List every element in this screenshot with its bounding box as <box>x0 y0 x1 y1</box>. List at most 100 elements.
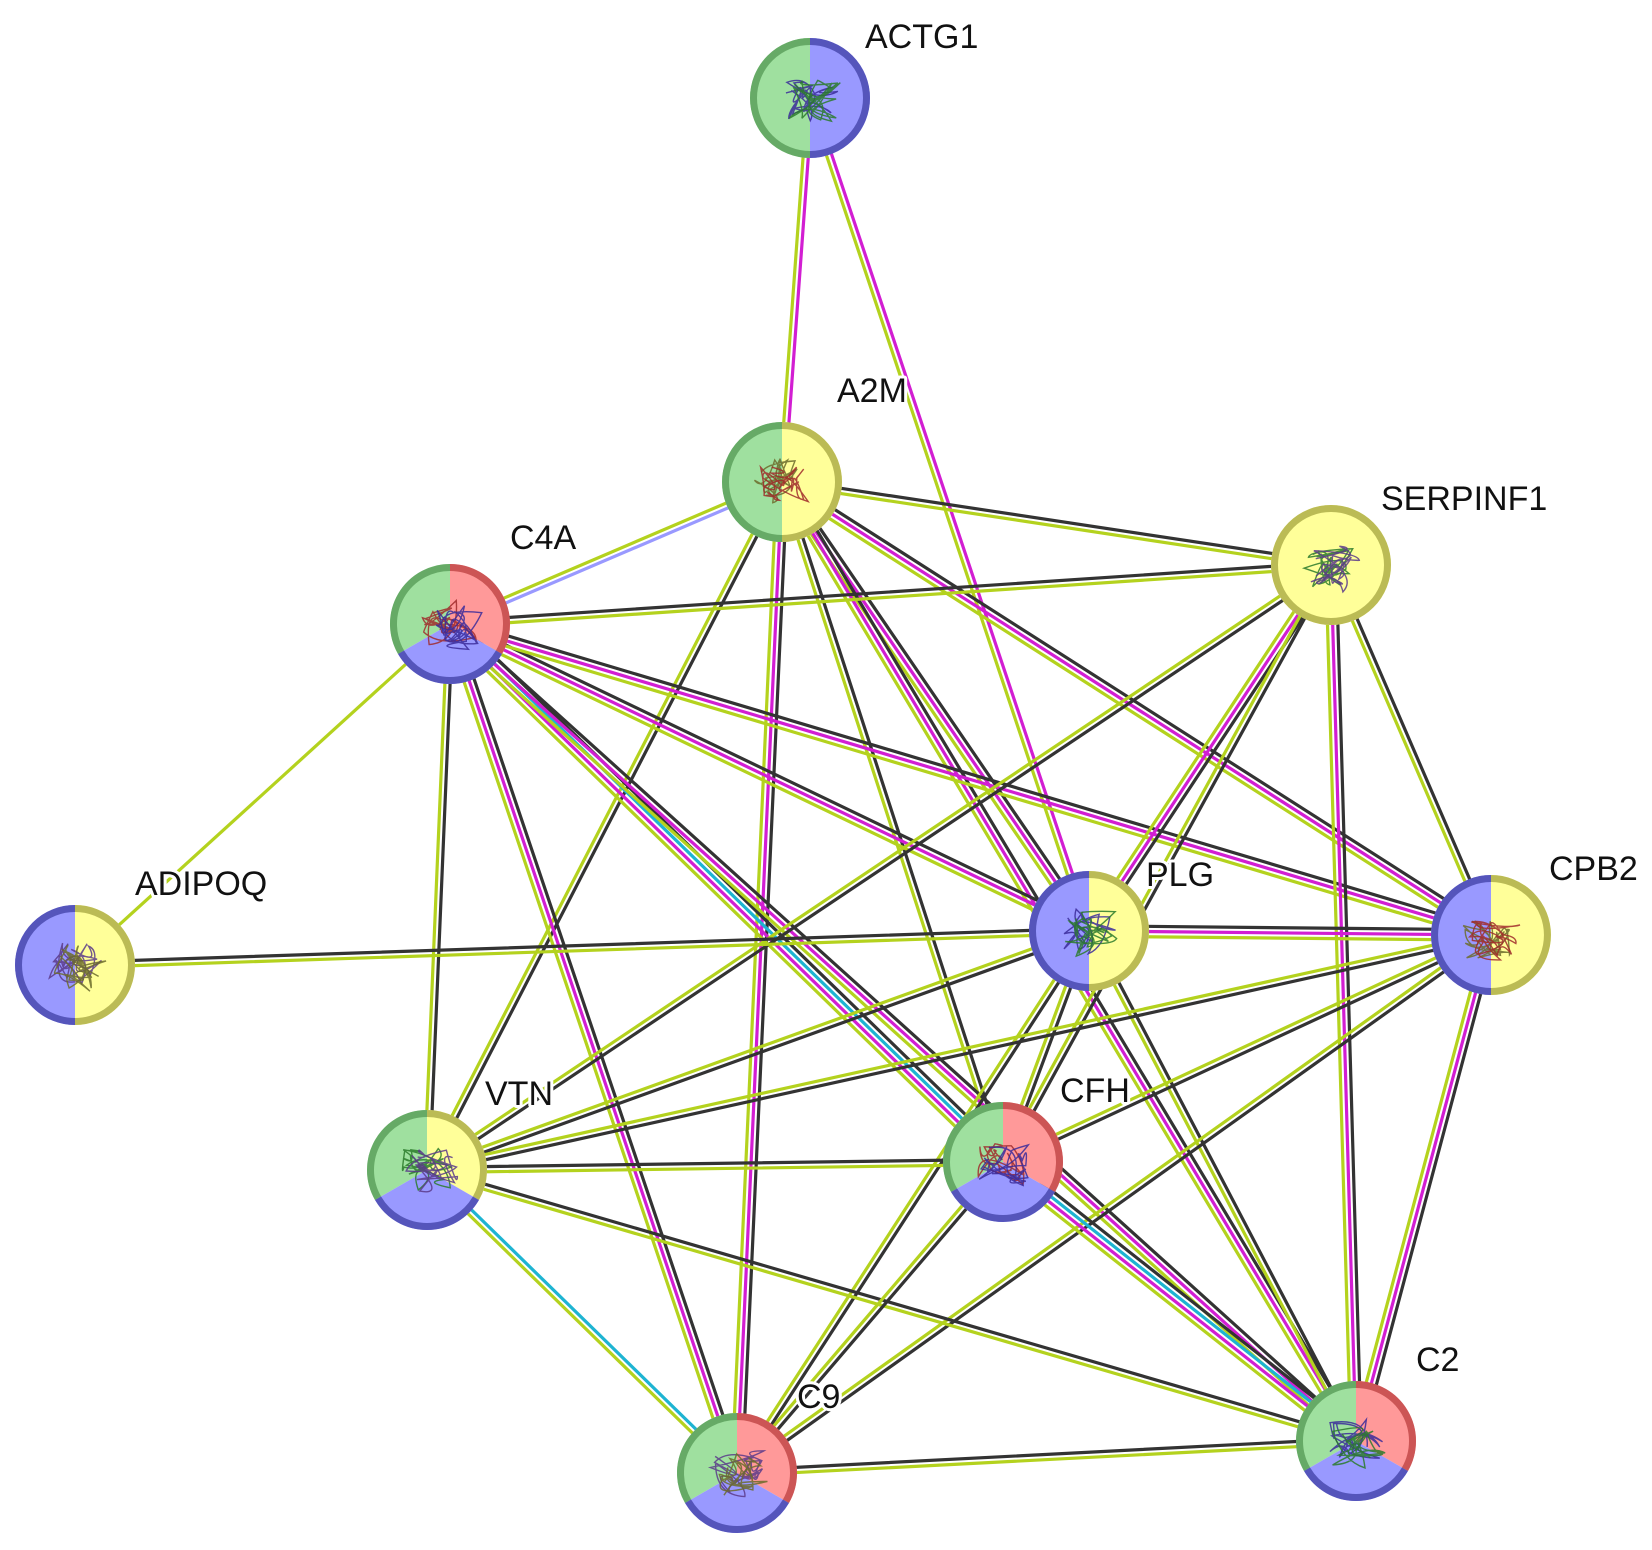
edge-c4a-vtn <box>422 622 455 1172</box>
edge-vtn-c9 <box>423 1166 741 1477</box>
node-c4a[interactable]: C4A <box>390 516 579 684</box>
node-sector-blue <box>375 1170 479 1230</box>
edge-line-coexpression <box>1091 566 1337 936</box>
edge-line-textmining <box>423 479 782 1171</box>
node-ring-blue <box>1029 871 1090 991</box>
edge-line-coexpression <box>426 1165 1359 1441</box>
node-plg[interactable]: PLG <box>1029 853 1217 991</box>
node-ring-green <box>1296 1381 1357 1471</box>
edge-actg1-a2m <box>777 96 815 484</box>
node-ring-red <box>736 1413 797 1503</box>
edge-line-textmining <box>733 927 1089 1474</box>
node-ring-blue <box>375 1196 479 1230</box>
edges-layer <box>73 95 1498 1478</box>
node-sector-blue <box>1029 871 1089 991</box>
node-label-actg1: ACTG1 <box>865 18 978 56</box>
node-cpb2[interactable]: CPB2 <box>1431 847 1641 995</box>
edge-vtn-cfh <box>425 1157 1005 1175</box>
edge-line-experiments <box>999 1162 1356 1445</box>
edge-c4a-c9 <box>443 620 744 1477</box>
node-sector-blue <box>15 905 75 1025</box>
edge-c9-c2 <box>735 1436 1358 1478</box>
protein-structure-icon <box>1301 545 1361 594</box>
protein-structure-icon <box>977 1143 1031 1187</box>
node-c9[interactable]: C9 <box>677 1375 843 1534</box>
node-serpinf1[interactable]: SERPINF1 <box>1271 477 1550 625</box>
protein-structure-icon <box>785 79 841 123</box>
node-ring-blue <box>1431 875 1492 995</box>
node-ring-blue <box>951 1188 1055 1222</box>
node-sector-blue <box>398 624 502 684</box>
edge-serpinf1-cpb2 <box>1327 562 1495 938</box>
node-sector-blue <box>685 1473 789 1534</box>
protein-structure-icon <box>753 458 810 504</box>
edge-line-textmining <box>777 484 1490 941</box>
edge-line-textmining <box>733 931 1492 1473</box>
protein-structure-icon <box>1329 1416 1386 1469</box>
node-ring-green <box>943 1102 1004 1192</box>
edge-line-experiments <box>446 624 1003 1166</box>
node-c2[interactable]: C2 <box>1296 1338 1462 1502</box>
edge-line-textmining <box>999 562 1331 1163</box>
node-cfh[interactable]: CFH <box>942 1069 1133 1222</box>
edge-line-coexpression <box>73 926 1091 965</box>
edge-line-textmining <box>996 1166 1353 1449</box>
protein-structure-icon <box>1063 907 1118 958</box>
protein-structure-icon <box>421 598 483 651</box>
edge-line-textmining <box>423 1170 737 1477</box>
edge-line-textmining <box>1327 564 1491 938</box>
edge-line-coexpression <box>451 618 1362 1439</box>
edge-line-coexpression <box>1087 924 1493 932</box>
edge-plg-c9 <box>733 927 1093 1477</box>
edge-a2m-serpinf1 <box>780 477 1333 570</box>
node-ring-blue <box>1304 1467 1408 1501</box>
edge-line-coexpression <box>450 617 1093 928</box>
edge-line-coexpression <box>736 935 1495 1477</box>
node-ring-yellow <box>781 422 842 542</box>
edge-serpinf1-cfh <box>999 562 1335 1165</box>
edge-line-textmining <box>1085 930 1356 1444</box>
edge-line-experiments <box>1354 933 1493 1443</box>
edge-line-textmining <box>73 622 452 967</box>
edge-line-coexpression <box>427 481 786 1173</box>
edge-line-textmining <box>446 627 1492 942</box>
protein-structure-icon <box>1462 920 1521 961</box>
edge-line-experiments <box>448 622 1358 1443</box>
edge-line-coexpression <box>1331 562 1495 936</box>
edge-serpinf1-plg <box>1083 560 1337 936</box>
edge-line-textmining <box>1087 934 1493 942</box>
edge-line-experiments <box>810 95 1094 932</box>
node-ring-red <box>449 564 510 654</box>
edge-line-textmining <box>424 1170 1357 1446</box>
edge-line-textmining <box>1000 931 1492 1162</box>
node-adipoq[interactable]: ADIPOQ <box>15 862 270 1025</box>
edge-line-databases <box>450 620 1007 1162</box>
edge-line-textmining <box>442 627 1000 1170</box>
edge-cfh-c2 <box>996 1154 1363 1449</box>
node-ring-yellow <box>1088 871 1149 991</box>
edge-line-coexpression <box>1359 934 1498 1444</box>
edge-a2m-c9 <box>730 480 789 1475</box>
node-sector-blue <box>951 1162 1055 1222</box>
edge-line-experiments <box>1087 929 1493 937</box>
edge-line-coexpression <box>453 616 1011 1159</box>
edge-line-textmining <box>730 480 779 1475</box>
edge-line-homology <box>449 482 785 628</box>
edge-line-textmining <box>733 1158 1003 1473</box>
node-actg1[interactable]: ACTG1 <box>750 15 981 158</box>
node-ring-yellow <box>1490 875 1551 995</box>
edge-line-textmining <box>73 931 1091 970</box>
node-a2m[interactable]: A2M <box>722 369 910 542</box>
node-sector-blue <box>1304 1441 1408 1502</box>
edge-cfh-c9 <box>733 1158 1007 1477</box>
edge-line-coexpression <box>453 620 744 1473</box>
edge-c4a-serpinf1 <box>448 560 1333 629</box>
node-label-serpinf1: SERPINF1 <box>1381 480 1547 518</box>
edge-line-experiments <box>448 622 739 1475</box>
node-label-c9: C9 <box>797 1378 840 1416</box>
node-ring-blue <box>398 650 502 684</box>
node-label-adipoq: ADIPOQ <box>135 865 267 903</box>
node-vtn[interactable]: VTN <box>367 1072 556 1230</box>
edge-plg-c2 <box>1085 928 1360 1444</box>
